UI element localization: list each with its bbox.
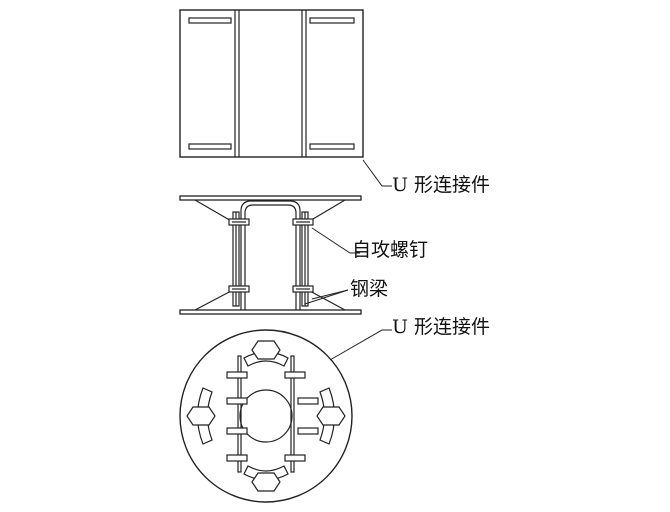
screw-top-left (228, 218, 250, 226)
leader-lines (304, 159, 392, 361)
pin-set-left (226, 371, 248, 462)
label-steel-beam: 钢梁 (350, 278, 389, 300)
screw-bottom-left (228, 285, 250, 293)
label-u-connector-top: U 形连接件 (392, 174, 491, 196)
screw-bottom-right (292, 285, 314, 293)
label-self-tapping-screw: 自攻螺钉 (352, 239, 429, 261)
pin-set-right (284, 371, 319, 462)
hex-bolt-top (251, 340, 281, 360)
label-u-connector-bottom: U 形连接件 (392, 316, 491, 338)
middle-section-view (179, 195, 362, 315)
hex-bolt-bottom (251, 472, 281, 492)
screw-top-right (292, 218, 314, 226)
bottom-plan-view (179, 329, 353, 503)
hex-bolt-right (316, 406, 346, 426)
top-elevation-view (179, 9, 364, 158)
hex-bolt-left (186, 406, 216, 426)
